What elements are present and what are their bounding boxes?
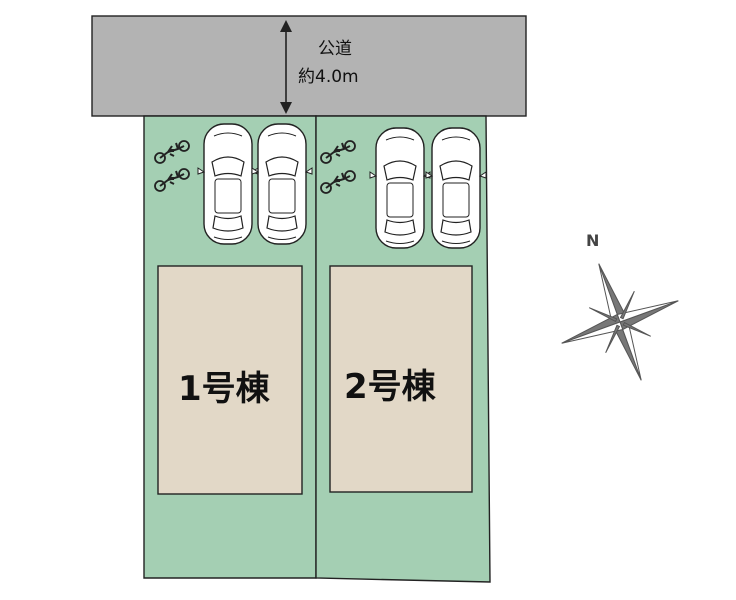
building-1-label: 1号棟 xyxy=(178,369,271,409)
car-icon xyxy=(425,127,487,249)
building-2 xyxy=(329,265,473,493)
dimension-arrow-icon xyxy=(280,20,292,114)
road xyxy=(91,15,527,117)
building-1 xyxy=(157,265,303,495)
building-2-label: 2号棟 xyxy=(344,367,437,407)
car-icon xyxy=(369,127,431,249)
road-width-label: 約4.0m xyxy=(298,67,359,87)
compass-rose-icon xyxy=(561,263,679,381)
compass-north-label: N xyxy=(586,231,599,250)
lot-1: 1号棟 xyxy=(143,115,317,579)
lot-2: 2号棟 xyxy=(315,115,491,583)
car-icon xyxy=(197,123,259,245)
car-icon xyxy=(251,123,313,245)
road-name-label: 公道 xyxy=(318,39,352,59)
